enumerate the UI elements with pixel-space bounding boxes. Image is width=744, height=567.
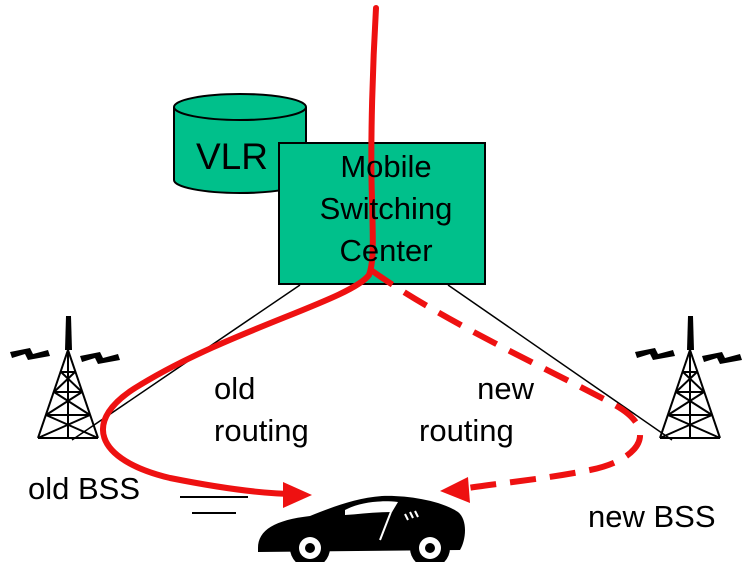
old-routing-label-line-2: routing (214, 413, 309, 448)
new-routing-label-line-1: new (477, 371, 534, 406)
car-icon (258, 495, 465, 567)
msc-label-line-3: Center (339, 233, 433, 268)
new-routing-arrowhead (440, 477, 470, 503)
new-bss-label: new BSS (588, 499, 716, 534)
radio-tower-icon (635, 316, 742, 439)
old-bss-label: old BSS (28, 471, 141, 506)
vlr-label: VLR (196, 136, 268, 177)
link-msc-new-bss (447, 284, 673, 441)
msc-label-line-1: Mobile (340, 149, 432, 184)
new-routing-label-line-2: routing (419, 413, 514, 448)
msc-box (278, 142, 486, 285)
old-routing-arrowhead (283, 482, 312, 508)
old-routing-label-line-1: old (214, 371, 256, 406)
msc-label: Mobile Switching Center (279, 150, 485, 268)
radio-tower-icon (10, 316, 120, 439)
old-routing-path (100, 5, 379, 497)
msc-label-line-2: Switching (319, 191, 453, 226)
new-routing-path (369, 267, 643, 492)
motion-lines (180, 496, 248, 514)
